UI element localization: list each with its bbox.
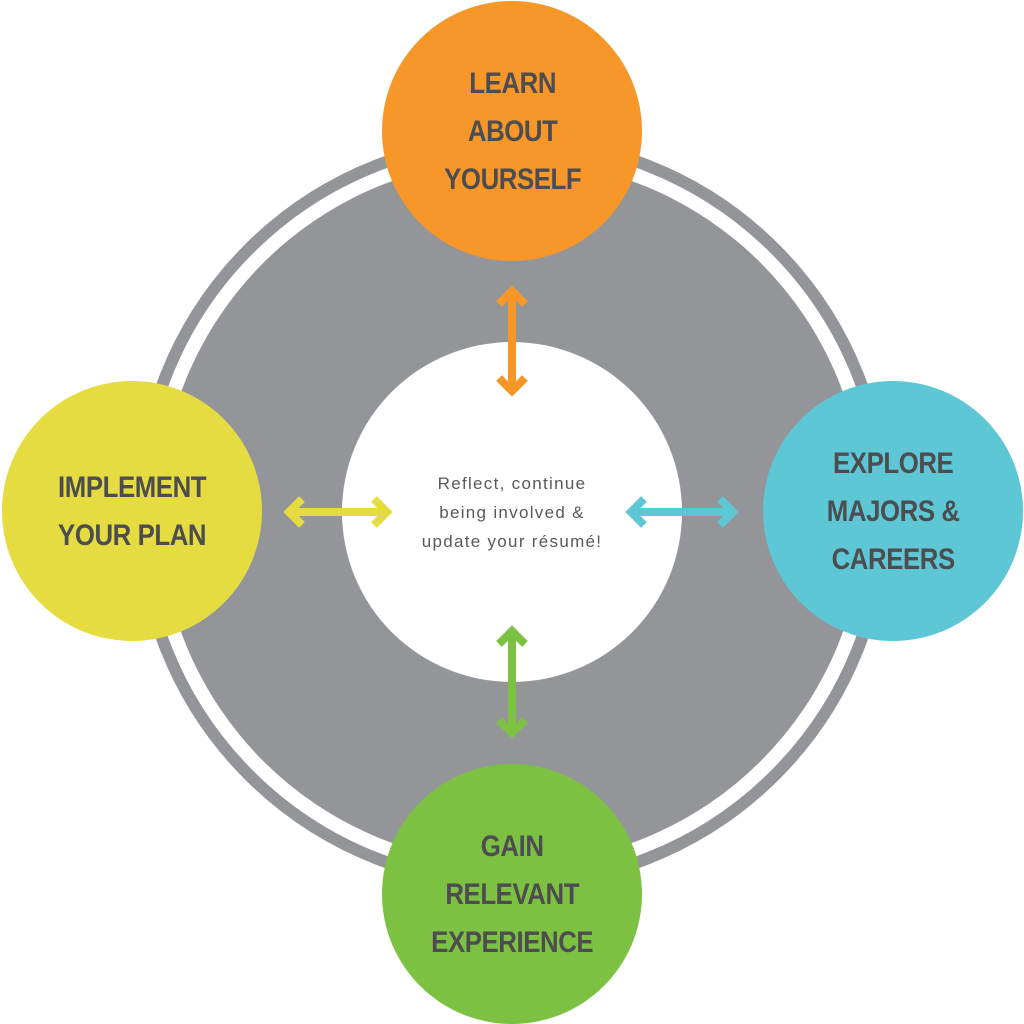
- double-arrow-vertical-icon: [496, 625, 528, 739]
- node-implement-line: IMPLEMENT: [57, 470, 207, 504]
- node-gain: GAIN RELEVANT EXPERIENCE: [383, 765, 642, 1023]
- center-text-line: update your résumé!: [421, 531, 603, 551]
- double-arrow-horizontal-icon: [625, 496, 739, 528]
- node-gain-circle: [382, 764, 642, 1024]
- node-learn-line: LEARN: [469, 67, 556, 100]
- node-explore-line: MAJORS &: [826, 494, 960, 528]
- node-explore: EXPLORE MAJORS & CAREERS: [763, 383, 1023, 640]
- double-arrow-horizontal-icon: [283, 496, 393, 528]
- center-text-line: being involved &: [439, 502, 585, 522]
- center-circle: [342, 342, 682, 682]
- center-text-line: Reflect, continue: [437, 473, 587, 493]
- node-implement-label: IMPLEMENT YOUR PLAN: [57, 464, 207, 560]
- node-gain-line: RELEVANT: [445, 878, 580, 911]
- node-explore-line: EXPLORE: [832, 446, 954, 480]
- node-learn-label: LEARN ABOUT YOURSELF: [444, 60, 581, 204]
- double-arrow-vertical-icon: [496, 285, 528, 397]
- node-explore-label: EXPLORE MAJORS & CAREERS: [827, 440, 960, 584]
- node-implement: IMPLEMENT YOUR PLAN: [2, 383, 262, 640]
- node-explore-circle: [763, 381, 1023, 641]
- node-learn-line: YOURSELF: [443, 163, 582, 196]
- node-implement-circle: [2, 381, 262, 641]
- node-gain-line: GAIN: [481, 830, 544, 863]
- node-gain-line: EXPERIENCE: [431, 926, 594, 959]
- node-explore-line: CAREERS: [831, 542, 955, 576]
- node-learn: LEARN ABOUT YOURSELF: [383, 0, 642, 262]
- node-implement-line: YOUR PLAN: [57, 518, 207, 552]
- node-gain-label: GAIN RELEVANT EXPERIENCE: [431, 823, 593, 967]
- node-learn-line: ABOUT: [467, 115, 558, 148]
- node-learn-circle: [382, 1, 642, 261]
- center-text: Reflect, continue being involved & updat…: [342, 342, 682, 682]
